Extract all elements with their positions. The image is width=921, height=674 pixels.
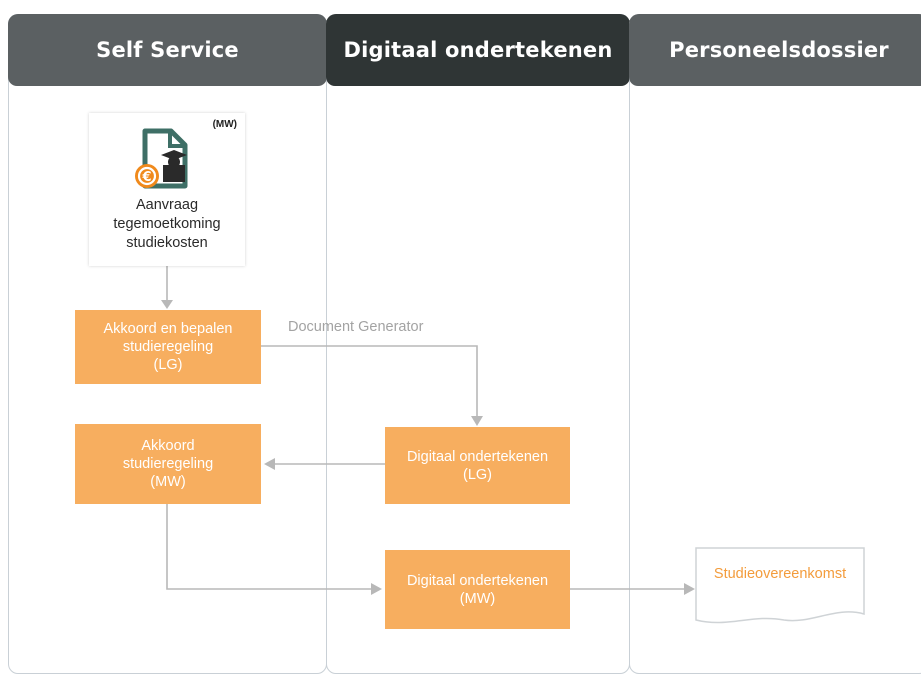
edge-label-document-generator: Document Generator	[288, 319, 424, 335]
lane-header-self-service: Self Service	[8, 14, 327, 86]
task-digitaal-ondertekenen-mw[interactable]: Digitaal ondertekenen (MW)	[385, 550, 570, 629]
svg-text:€: €	[141, 170, 151, 185]
task-akkoord-mw[interactable]: Akkoord studieregeling (MW)	[75, 424, 261, 504]
lane-personeelsdossier: Personeelsdossier	[629, 14, 921, 674]
arrowhead-right-icon	[371, 583, 382, 595]
arrowhead-right-icon	[684, 583, 695, 595]
task-akkoord-bepalen-lg[interactable]: Akkoord en bepalen studieregeling (LG)	[75, 310, 261, 384]
arrowhead-left-icon	[264, 458, 275, 470]
lane-title: Digitaal ondertekenen	[343, 38, 613, 62]
lane-header-digitaal-ondertekenen: Digitaal ondertekenen	[326, 14, 630, 86]
lane-header-personeelsdossier: Personeelsdossier	[629, 14, 921, 86]
form-card-aanvraag[interactable]: (MW) € Aanvraag tegemoetkoming studiekos…	[89, 113, 245, 266]
task-digitaal-ondertekenen-lg[interactable]: Digitaal ondertekenen (LG)	[385, 427, 570, 504]
arrowhead-down-icon	[471, 416, 483, 426]
document-label: Studieovereenkomst	[713, 566, 847, 582]
lane-title: Personeelsdossier	[669, 38, 889, 62]
connector-akkoord-to-digitaal-lg	[261, 345, 478, 416]
euro-document-graduate-icon: €	[135, 128, 188, 189]
document-icon	[695, 547, 865, 624]
form-label: Aanvraag tegemoetkoming studiekosten	[113, 197, 221, 251]
form-badge: (MW)	[212, 119, 237, 130]
arrowhead-down-icon	[161, 300, 173, 309]
lane-title: Self Service	[96, 38, 239, 62]
connector-akkoord-mw-to-digitaal-mw	[166, 503, 371, 590]
